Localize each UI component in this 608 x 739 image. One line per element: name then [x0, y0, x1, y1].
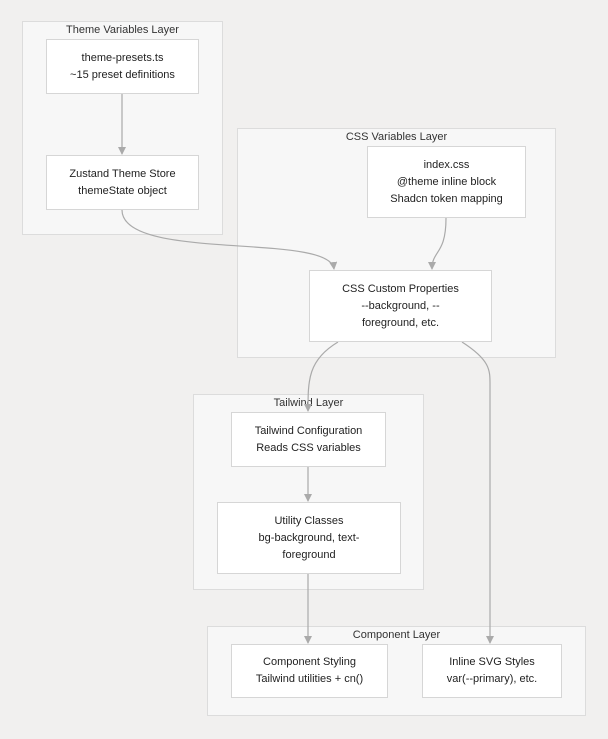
node-line: bg-background, text-	[258, 531, 360, 544]
edge-custom-props-to-inline-svg	[461, 341, 494, 644]
node-utility-classes: Utility Classes bg-background, text- for…	[217, 502, 401, 574]
node-theme-presets: theme-presets.ts ~15 preset definitions	[46, 39, 199, 94]
node-line: Reads CSS variables	[256, 441, 361, 454]
node-line: index.css	[423, 158, 470, 171]
node-css-custom-properties: CSS Custom Properties --background, -- f…	[309, 270, 492, 342]
node-line: Tailwind Configuration	[254, 424, 363, 437]
node-component-styling: Component Styling Tailwind utilities + c…	[231, 644, 388, 698]
node-line: Inline SVG Styles	[449, 656, 535, 668]
node-tailwind-configuration: Tailwind Configuration Reads CSS variabl…	[231, 412, 386, 467]
node-line: CSS Custom Properties	[342, 282, 459, 295]
node-line: Component Styling	[263, 656, 356, 668]
node-line: foreground, etc.	[361, 316, 440, 329]
group-title: Tailwind Layer	[273, 397, 344, 409]
node-line: Shadcn token mapping	[390, 192, 503, 205]
node-line: Zustand Theme Store	[69, 167, 176, 180]
group-title: Theme Variables Layer	[66, 24, 179, 36]
group-title: CSS Variables Layer	[345, 131, 448, 143]
node-line: @theme inline block	[396, 175, 497, 188]
node-line: --background, --	[361, 299, 440, 312]
node-line: ~15 preset definitions	[70, 68, 175, 81]
node-line: Tailwind utilities + cn()	[255, 673, 364, 685]
node-line: var(--primary), etc.	[446, 673, 538, 685]
node-index-css: index.css @theme inline block Shadcn tok…	[367, 146, 526, 218]
node-line: foreground	[282, 548, 336, 561]
node-line: Utility Classes	[274, 514, 344, 527]
node-line: theme-presets.ts	[81, 51, 164, 64]
node-inline-svg-styles: Inline SVG Styles var(--primary), etc.	[422, 644, 562, 698]
group-title: Component Layer	[352, 629, 441, 641]
node-line: themeState object	[78, 184, 167, 197]
node-zustand-theme-store: Zustand Theme Store themeState object	[46, 155, 199, 210]
